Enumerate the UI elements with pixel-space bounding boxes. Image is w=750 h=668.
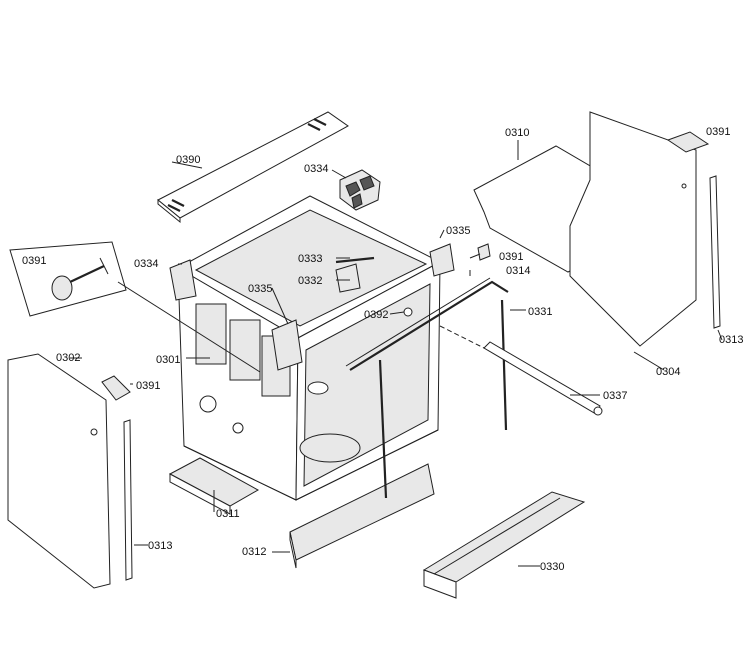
part-0304-side-panel bbox=[569, 111, 697, 347]
label-0314: 0314 bbox=[506, 265, 531, 277]
leader-lines bbox=[70, 140, 723, 567]
label-0335-right: 0335 bbox=[446, 225, 471, 237]
label-0392: 0392 bbox=[364, 309, 389, 321]
part-0334-top-bracket bbox=[331, 169, 381, 211]
label-0391-left: 0391 bbox=[136, 380, 161, 392]
part-0301-tub bbox=[169, 195, 455, 501]
part-0337-rail bbox=[439, 325, 603, 416]
label-0331: 0331 bbox=[528, 306, 553, 318]
part-0330-lower-trim bbox=[422, 491, 586, 599]
part-0312-kickplate bbox=[289, 463, 435, 569]
label-0334-top: 0334 bbox=[304, 163, 329, 175]
part-0333-0332 bbox=[335, 256, 375, 293]
part-0313-left-strip bbox=[123, 419, 133, 581]
part-0392-small bbox=[403, 307, 413, 317]
part-0390-top-plate bbox=[157, 111, 349, 224]
label-0311: 0311 bbox=[216, 508, 240, 520]
label-0391-inset: 0391 bbox=[22, 255, 47, 267]
label-0391-right: 0391 bbox=[499, 251, 524, 263]
part-0313-right-strip bbox=[709, 175, 721, 329]
label-0391-top-right: 0391 bbox=[706, 126, 731, 138]
label-0304: 0304 bbox=[656, 366, 681, 378]
label-0301: 0301 bbox=[156, 354, 181, 366]
label-0313-left: 0313 bbox=[148, 540, 173, 552]
label-0302: 0302 bbox=[56, 352, 81, 364]
label-0334-left: 0334 bbox=[134, 258, 159, 270]
label-0332: 0332 bbox=[298, 275, 323, 287]
part-0391-top-right-bracket bbox=[666, 131, 710, 153]
part-0311-base bbox=[168, 457, 260, 515]
label-0390: 0390 bbox=[176, 154, 201, 166]
label-0333: 0333 bbox=[298, 253, 323, 265]
part-0314-door-seal bbox=[345, 277, 509, 499]
label-0337: 0337 bbox=[603, 390, 628, 402]
label-0310: 0310 bbox=[505, 127, 530, 139]
part-0391-left-bracket bbox=[101, 375, 131, 401]
label-0312: 0312 bbox=[242, 546, 267, 558]
label-0335-left: 0335 bbox=[248, 283, 273, 295]
part-0302-left-panel bbox=[7, 353, 111, 589]
part-0391-screw-right bbox=[477, 243, 491, 261]
part-0391-screw-inset bbox=[9, 241, 261, 373]
label-0313-right: 0313 bbox=[719, 334, 744, 346]
label-0330: 0330 bbox=[540, 561, 565, 573]
